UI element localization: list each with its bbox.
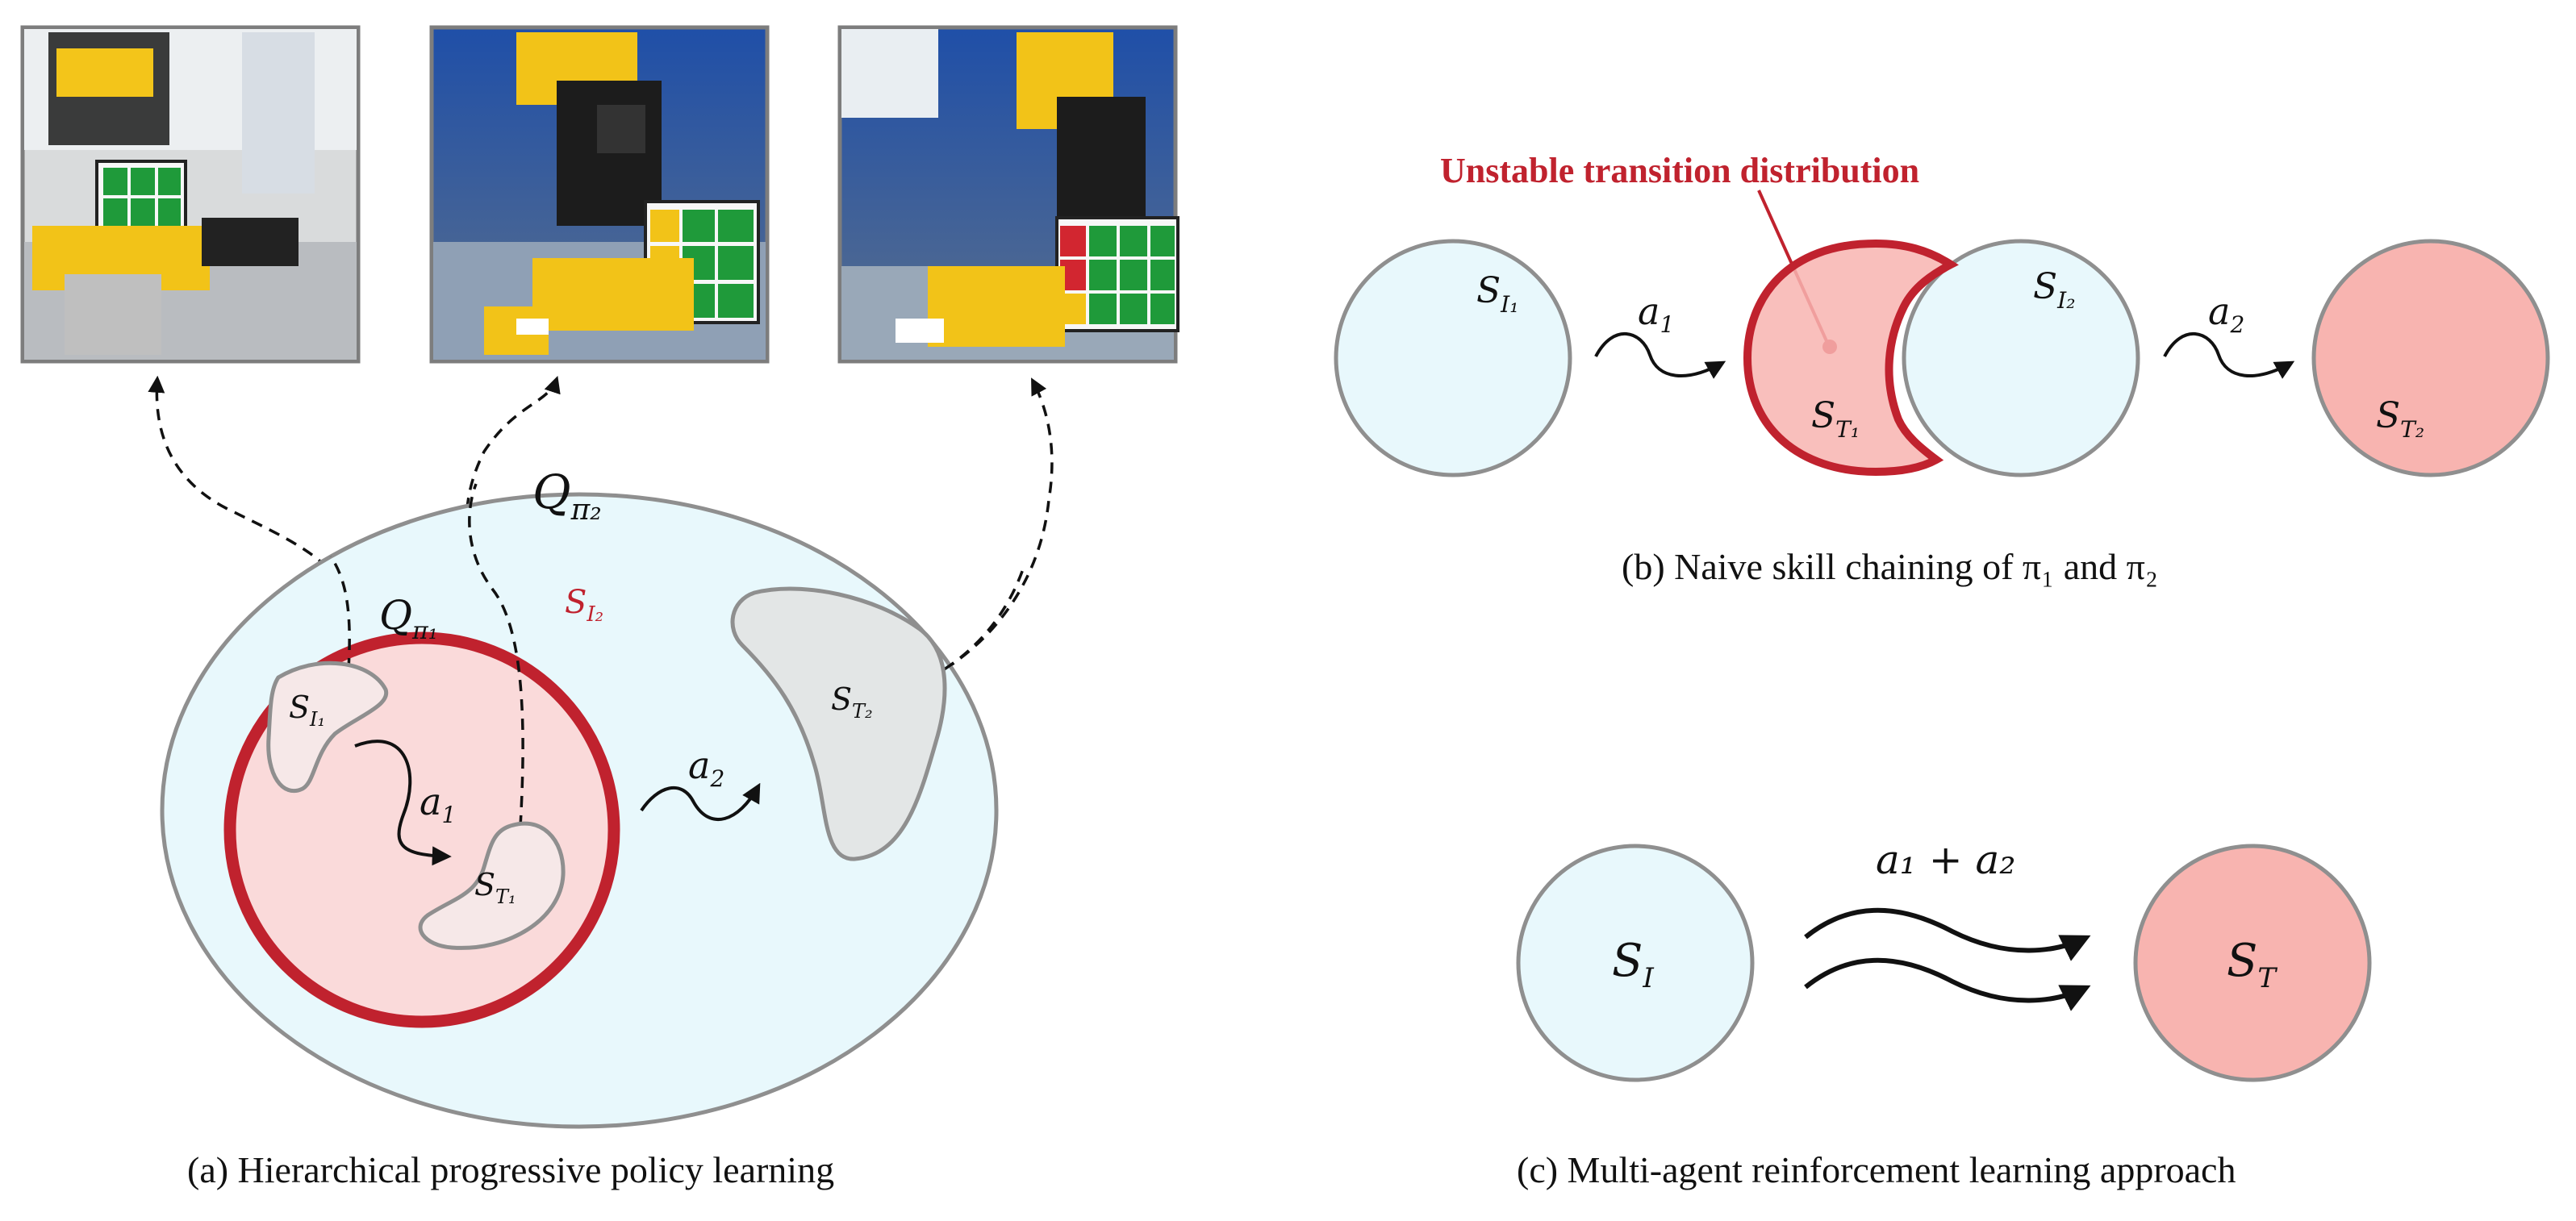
c-action-label: a₁ + a₂ <box>1876 836 2015 883</box>
c-s-t-label: ST <box>2227 935 2277 994</box>
dashed-path-photo-3 <box>927 377 1054 681</box>
b-s-i1-circle <box>1334 239 1572 477</box>
b-s-t2-label: ST₂ <box>2376 395 2424 443</box>
c-s-i-label: SI <box>1612 935 1654 994</box>
s-t1-blob <box>418 821 566 950</box>
a1-label: a1 <box>420 780 456 828</box>
b-a1-arrow <box>1594 331 1726 379</box>
s-i2-label: SI₂ <box>565 584 603 627</box>
caption-c: (c) Multi-agent reinforcement learning a… <box>1517 1149 2236 1190</box>
s-t2-blob <box>730 586 947 861</box>
b-s-t1-label: ST₁ <box>1811 395 1860 443</box>
c-s-i-circle <box>1516 844 1755 1082</box>
b-s-t2-circle <box>2311 239 2550 477</box>
c-s-t-circle <box>2133 844 2372 1082</box>
robot-photo-3 <box>837 25 1179 364</box>
q-pi2-label: Qπ₂ <box>532 465 602 527</box>
caption-a: (a) Hierarchical progressive policy lear… <box>187 1149 834 1190</box>
q-pi1-label: Qπ₁ <box>379 592 438 645</box>
a1-arrow <box>354 740 452 866</box>
b-a1-label: a1 <box>1638 290 1674 338</box>
s-t2-label: ST₂ <box>831 681 873 723</box>
robot-photo-1 <box>20 25 361 364</box>
s-i1-label: SI₁ <box>289 690 325 731</box>
b-s-i2-circle <box>1902 239 2140 477</box>
b-a2-arrow <box>2163 331 2295 379</box>
s-i1-blob <box>266 661 389 794</box>
a2-arrow <box>640 782 761 822</box>
b-s-t1-crescent <box>1743 239 1959 477</box>
unstable-transition-annotation: Unstable transition distribution <box>1440 151 1919 190</box>
a2-label: a2 <box>688 744 724 792</box>
c-action-arrow-top <box>1804 907 2091 961</box>
b-s-i2-label: SI₂ <box>2033 266 2075 314</box>
b-s-i1-label: SI₁ <box>1476 270 1518 318</box>
robot-photo-2 <box>429 25 770 364</box>
caption-b: (b) Naive skill chaining of π₁ and π₂ <box>1622 546 2158 587</box>
b-a2-label: a2 <box>2208 290 2244 338</box>
c-action-arrow-bottom <box>1804 957 2091 1011</box>
s-t1-label: ST₁ <box>474 867 516 908</box>
